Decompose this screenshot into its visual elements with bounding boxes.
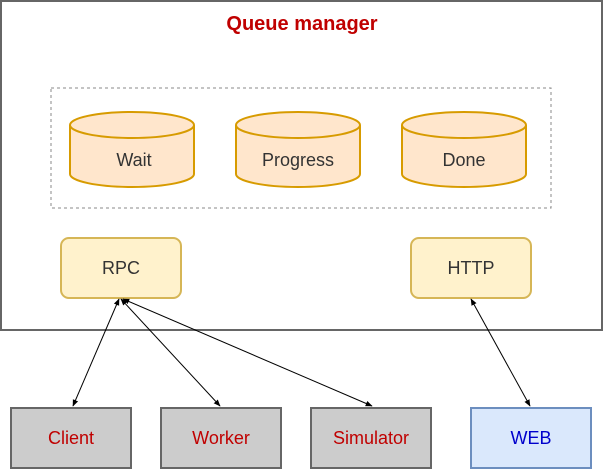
web-node[interactable]: WEB [470,407,592,469]
connectors [72,298,531,407]
queue-done[interactable]: Done [401,111,527,188]
rpc-client-connector [72,298,120,407]
queue-store-group [50,87,552,209]
queue-label: Progress [262,150,334,170]
web-label: WEB [510,428,551,448]
rpc-simulator-connector [122,298,373,407]
http-interface[interactable]: HTTP [410,237,532,299]
interface-label: RPC [102,258,140,278]
simulator-node[interactable]: Simulator [310,407,432,469]
worker-node[interactable]: Worker [160,407,282,469]
interface-label: HTTP [448,258,495,278]
simulator-label: Simulator [333,428,409,448]
queue-label: Done [442,150,485,170]
http-web-connector [470,298,531,407]
queue-label: Wait [116,150,151,170]
client-node[interactable]: Client [10,407,132,469]
client-label: Client [48,428,94,448]
manager-title: Queue manager [226,13,377,35]
worker-label: Worker [192,428,250,448]
rpc-interface[interactable]: RPC [60,237,182,299]
queue-progress[interactable]: Progress [235,111,361,188]
queue-wait[interactable]: Wait [69,111,195,188]
